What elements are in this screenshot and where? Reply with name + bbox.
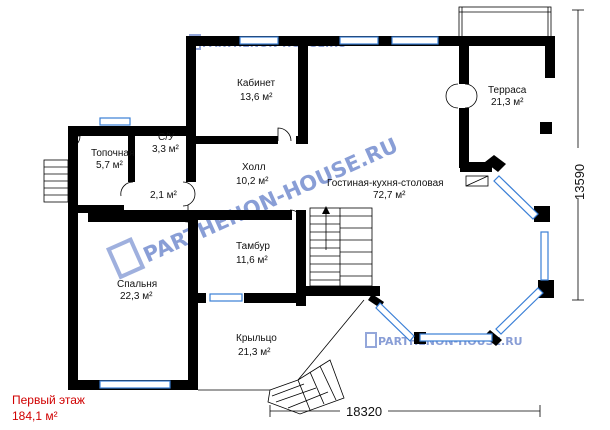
room-tambur: Тамбур 11,6 м² [236, 240, 270, 266]
depth-dimension-label: 13590 [572, 164, 587, 200]
room-kabinet-area: 13,6 м² [240, 92, 273, 103]
room-kabinet: Кабинет 13,6 м² [237, 77, 275, 103]
room-su-area: 3,3 м² [152, 144, 180, 155]
windows [99, 36, 549, 389]
porch [198, 299, 365, 415]
floor-area: 184,1 м² [12, 409, 58, 423]
room-krylco-area: 21,3 м² [238, 347, 271, 358]
room-krylco-name: Крыльцо [236, 333, 277, 344]
room-spalnya-area: 22,3 м² [120, 291, 153, 302]
room-topochnaya: Топочная 5,7 м² [91, 148, 134, 171]
room-topochnaya-area: 5,7 м² [96, 160, 124, 171]
width-dimension-label: 18320 [346, 404, 382, 419]
room-holl-name: Холл [242, 162, 266, 173]
room-terrasa: Терраса 21,3 м² [488, 85, 527, 108]
room-su-name: С/У [158, 132, 175, 143]
room-kabinet-name: Кабинет [237, 77, 275, 89]
doors [67, 83, 489, 223]
room-terrasa-area: 21,3 м² [491, 97, 524, 108]
room-koridor: 2,1 м² [150, 190, 178, 201]
room-tambur-area: 11,6 м² [236, 255, 268, 266]
room-topochnaya-name: Топочная [91, 148, 134, 159]
room-gostinaya-name: Гостиная-кухня-столовая [327, 178, 444, 189]
room-spalnya: Спальня 22,3 м² [117, 279, 157, 302]
room-holl: Холл 10,2 м² [236, 162, 269, 187]
room-spalnya-name: Спальня [117, 279, 157, 290]
room-gostinaya-area: 72,7 м² [373, 190, 406, 201]
terrace-railing [458, 6, 552, 38]
room-holl-area: 10,2 м² [236, 176, 269, 187]
boiler-room-steps [43, 159, 69, 203]
dimension-depth: 13590 [571, 9, 587, 301]
room-tambur-name: Тамбур [236, 240, 270, 252]
room-krylco: Крыльцо 21,3 м² [236, 333, 277, 358]
watermark-diagonal-text: PARTHENON-HOUSE.RU [140, 133, 402, 267]
room-gostinaya: Гостиная-кухня-столовая 72,7 м² [327, 178, 444, 201]
room-koridor-area: 2,1 м² [150, 190, 178, 201]
room-su: С/У 3,3 м² [152, 132, 180, 155]
walls [68, 36, 555, 390]
dimension-width: 18320 [269, 403, 541, 419]
interior-stairs [309, 206, 373, 287]
floor-title: Первый этаж [12, 393, 85, 407]
floor-caption: Первый этаж 184,1 м² [12, 393, 85, 423]
room-terrasa-name: Терраса [488, 85, 527, 96]
